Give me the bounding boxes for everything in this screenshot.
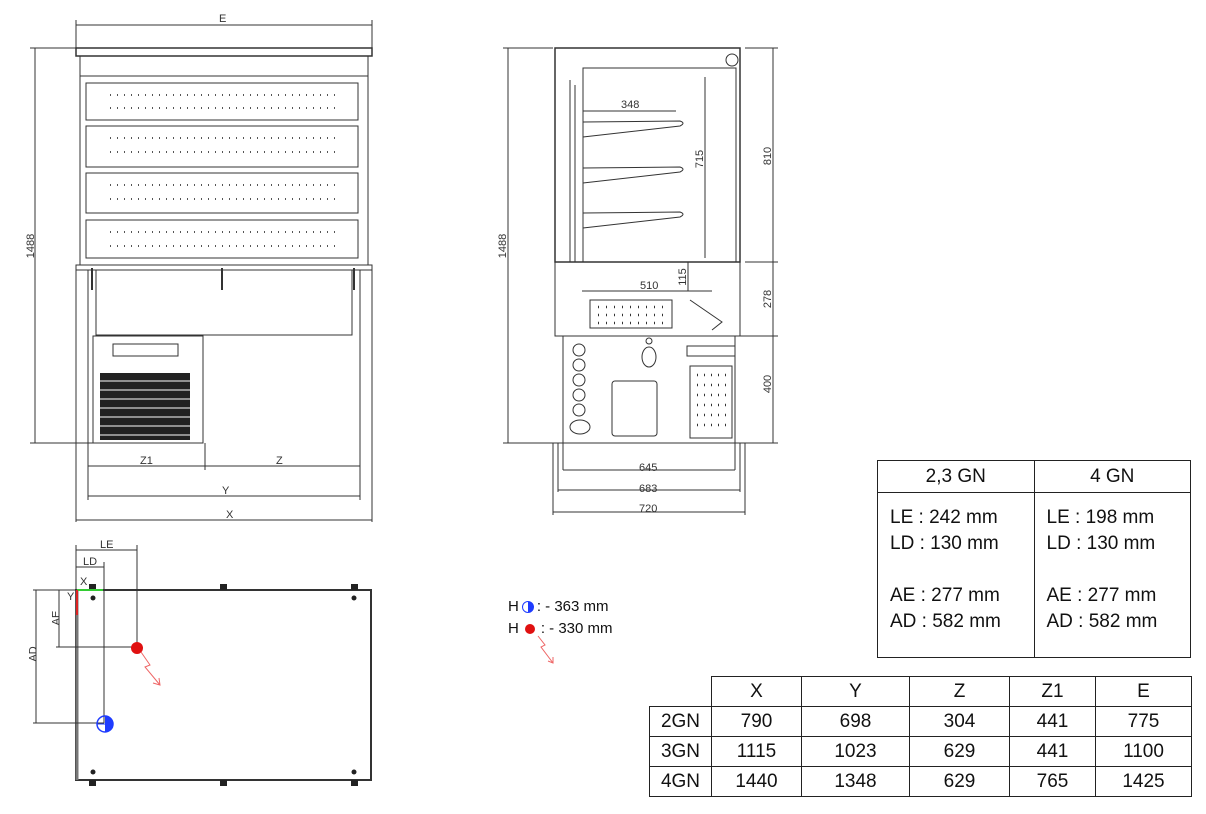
cell: 1023	[801, 736, 910, 767]
gn-value: AD : 582 mm	[1046, 611, 1158, 632]
dim-AE: AE	[50, 610, 63, 626]
table-header-row: X Y Z Z1 E	[649, 676, 1192, 707]
gn-value: AD : 582 mm	[890, 611, 1001, 632]
dim-X: X	[226, 509, 234, 521]
gn-value: LD : 130 mm	[890, 533, 999, 554]
top-view	[33, 545, 554, 786]
gn-column-2-3: LE : 242 mm LD : 130 mm AE : 277 mm AD :…	[877, 492, 1035, 658]
dim-278: 278	[762, 289, 775, 309]
column-header: E	[1095, 676, 1192, 707]
dim-AD: AD	[27, 646, 40, 662]
cell: 304	[909, 706, 1010, 737]
legend-power: H : - 330 mm	[508, 620, 613, 637]
side-view	[503, 47, 778, 515]
column-header: Z	[909, 676, 1010, 707]
axis-Y-label: Y	[67, 591, 75, 603]
drain-icon	[521, 600, 534, 613]
gn-value: AE : 277 mm	[1046, 585, 1157, 606]
gn-column-4: LE : 198 mm LD : 130 mm AE : 277 mm AD :…	[1033, 492, 1191, 658]
legend-prefix: H	[508, 620, 519, 637]
dim-715: 715	[694, 149, 707, 169]
column-header: X	[711, 676, 802, 707]
column-header: Y	[801, 676, 910, 707]
cell: 2GN	[649, 706, 712, 737]
dim-height-front: 1488	[25, 233, 38, 259]
dim-810: 810	[762, 146, 775, 166]
cell: 3GN	[649, 736, 712, 767]
cell: 775	[1095, 706, 1192, 737]
gn-value: AE : 277 mm	[890, 585, 1000, 606]
cell: 629	[909, 766, 1010, 797]
legend-text: : - 330 mm	[540, 620, 613, 637]
cell: 765	[1009, 766, 1096, 797]
gn-header: 4 GN	[1033, 460, 1191, 493]
dim-645: 645	[639, 462, 658, 474]
cell: 1425	[1095, 766, 1192, 797]
cell: 1440	[711, 766, 802, 797]
dim-LD: LD	[83, 556, 98, 568]
legend-text: : - 363 mm	[536, 598, 609, 615]
dim-510: 510	[640, 280, 659, 292]
dim-Z: Z	[276, 455, 283, 467]
cell: 629	[909, 736, 1010, 767]
table-corner	[649, 676, 712, 707]
cell: 1100	[1095, 736, 1192, 767]
cell: 790	[711, 706, 802, 737]
dim-115: 115	[676, 268, 689, 286]
cell: 698	[801, 706, 910, 737]
dim-height-side: 1488	[497, 233, 510, 259]
cell: 4GN	[649, 766, 712, 797]
cell: 1348	[801, 766, 910, 797]
dim-683: 683	[639, 483, 658, 495]
dim-348: 348	[621, 99, 640, 111]
legend-prefix: H	[508, 598, 519, 615]
front-view	[30, 20, 373, 522]
cell: 441	[1009, 706, 1096, 737]
dim-LE: LE	[100, 539, 114, 551]
dim-Z1: Z1	[140, 455, 153, 467]
gn-value: LE : 198 mm	[1046, 507, 1155, 528]
dim-720: 720	[639, 503, 658, 515]
power-icon	[524, 623, 535, 634]
dim-Y: Y	[222, 485, 230, 497]
cell: 1115	[711, 736, 802, 767]
dim-E: E	[219, 13, 227, 25]
axis-X-label: X	[80, 576, 88, 588]
cell: 441	[1009, 736, 1096, 767]
gn-value: LE : 242 mm	[890, 507, 998, 528]
gn-header: 2,3 GN	[877, 460, 1035, 493]
legend-drain: H : - 363 mm	[508, 598, 609, 615]
gn-position-table: 2,3 GN 4 GN LE : 242 mm LD : 130 mm AE :…	[877, 460, 1191, 658]
gn-value: LD : 130 mm	[1046, 533, 1156, 554]
dim-400: 400	[762, 374, 775, 394]
column-header: Z1	[1009, 676, 1096, 707]
